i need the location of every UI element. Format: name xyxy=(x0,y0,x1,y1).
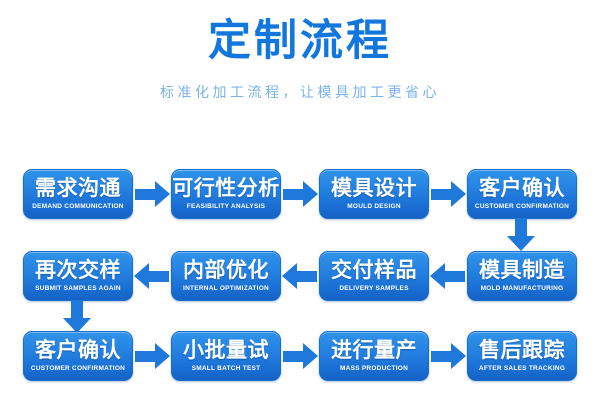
flow-node-label-cn: 进行量产 xyxy=(331,338,417,362)
arrow-shaft xyxy=(443,271,465,282)
arrow-right-icon xyxy=(133,181,171,207)
arrow-head xyxy=(63,318,91,333)
flow-node-label-en: FEASIBILITY ANALYSIS xyxy=(186,203,266,210)
flow-node-label-en: MASS PRODUCTION xyxy=(339,365,409,372)
arrow-shaft xyxy=(431,351,453,362)
flow-node-internal-optimization[interactable]: 内部优化 INTERNAL OPTIMIZATION xyxy=(171,251,281,301)
flow-node-label-cn: 模具制造 xyxy=(479,258,565,282)
flow-node-submit-samples-again[interactable]: 再次交样 SUBMIT SAMPLES AGAIN xyxy=(23,251,133,301)
arrow-head xyxy=(155,181,170,207)
flow-node-label-en: SUBMIT SAMPLES AGAIN xyxy=(35,285,121,292)
flow-node-mould-design[interactable]: 模具设计 MOULD DESIGN xyxy=(319,169,429,219)
flow-node-label-cn: 再次交样 xyxy=(35,258,121,282)
flow-node-label-en: MOULD DESIGN xyxy=(347,203,401,210)
flow-node-small-batch-test[interactable]: 小批量试 SMALL BATCH TEST xyxy=(171,331,281,381)
arrow-right-icon xyxy=(429,181,467,207)
arrow-head xyxy=(303,181,318,207)
flow-node-label-cn: 可行性分析 xyxy=(172,176,280,200)
flow-row-1: 需求沟通 DEMAND COMMUNICATION 可行性分析 FEASIBIL… xyxy=(0,168,600,220)
flow-node-label-en: CUSTOMER CONFIRMATION xyxy=(30,365,126,372)
flow-node-label-cn: 小批量试 xyxy=(183,338,269,362)
page-title: 定制流程 xyxy=(208,16,392,66)
flow-node-label-en: CUSTOMER CONFIRMATION xyxy=(474,203,570,210)
arrow-head xyxy=(134,263,149,289)
arrow-head xyxy=(451,181,466,207)
arrow-left-icon xyxy=(429,263,467,289)
flow-node-label-cn: 客户确认 xyxy=(35,338,121,362)
arrow-down-icon xyxy=(507,218,535,251)
page-subtitle: 标准化加工流程，让模具加工更省心 xyxy=(160,85,440,101)
arrow-shaft xyxy=(135,351,157,362)
flow-node-label-cn: 客户确认 xyxy=(479,176,565,200)
flow-node-customer-confirmation-1[interactable]: 客户确认 CUSTOMER CONFIRMATION xyxy=(467,169,577,219)
arrow-left-icon xyxy=(281,263,319,289)
flow-node-label-en: DELIVERY SAMPLES xyxy=(339,285,409,292)
flow-node-label-cn: 需求沟通 xyxy=(35,176,121,200)
arrow-shaft xyxy=(147,271,169,282)
arrow-shaft xyxy=(283,351,305,362)
arrow-right-icon xyxy=(133,343,171,369)
arrow-down-icon xyxy=(63,300,91,333)
arrow-head xyxy=(507,236,535,251)
flow-node-label-en: INTERNAL OPTIMIZATION xyxy=(183,285,269,292)
arrow-shaft xyxy=(135,189,157,200)
header: 定制流程 标准化加工流程，让模具加工更省心 xyxy=(0,0,600,102)
flow-node-mold-manufacturing[interactable]: 模具制造 MOLD MANUFACTURING xyxy=(467,251,577,301)
process-flow-diagram: 需求沟通 DEMAND COMMUNICATION 可行性分析 FEASIBIL… xyxy=(0,150,600,401)
flow-node-after-sales-tracking[interactable]: 售后跟踪 AFTER SALES TRACKING xyxy=(467,331,577,381)
flow-row-3: 客户确认 CUSTOMER CONFIRMATION 小批量试 SMALL BA… xyxy=(0,330,600,382)
flow-node-label-cn: 售后跟踪 xyxy=(479,338,565,362)
flow-row-2: 再次交样 SUBMIT SAMPLES AGAIN 内部优化 INTERNAL … xyxy=(0,250,600,302)
arrow-head xyxy=(282,263,297,289)
arrow-shaft xyxy=(295,271,317,282)
arrow-shaft xyxy=(431,189,453,200)
flow-node-feasibility-analysis[interactable]: 可行性分析 FEASIBILITY ANALYSIS xyxy=(171,169,281,219)
arrow-shaft xyxy=(71,300,83,319)
flow-node-delivery-samples[interactable]: 交付样品 DELIVERY SAMPLES xyxy=(319,251,429,301)
flow-node-label-en: MOLD MANUFACTURING xyxy=(480,285,564,292)
flow-node-label-cn: 模具设计 xyxy=(331,176,417,200)
arrow-left-icon xyxy=(133,263,171,289)
flow-node-label-en: DEMAND COMMUNICATION xyxy=(32,203,124,210)
arrow-right-icon xyxy=(429,343,467,369)
arrow-head xyxy=(303,343,318,369)
arrow-shaft xyxy=(515,218,527,237)
arrow-head xyxy=(155,343,170,369)
arrow-right-icon xyxy=(281,181,319,207)
flow-node-demand-communication[interactable]: 需求沟通 DEMAND COMMUNICATION xyxy=(23,169,133,219)
arrow-right-icon xyxy=(281,343,319,369)
flow-node-label-en: SMALL BATCH TEST xyxy=(191,365,261,372)
arrow-shaft xyxy=(283,189,305,200)
flow-node-mass-production[interactable]: 进行量产 MASS PRODUCTION xyxy=(319,331,429,381)
flow-node-customer-confirmation-2[interactable]: 客户确认 CUSTOMER CONFIRMATION xyxy=(23,331,133,381)
arrow-head xyxy=(451,343,466,369)
flow-node-label-cn: 交付样品 xyxy=(331,258,417,282)
flow-node-label-cn: 内部优化 xyxy=(183,258,269,282)
arrow-head xyxy=(430,263,445,289)
flow-node-label-en: AFTER SALES TRACKING xyxy=(478,365,566,372)
